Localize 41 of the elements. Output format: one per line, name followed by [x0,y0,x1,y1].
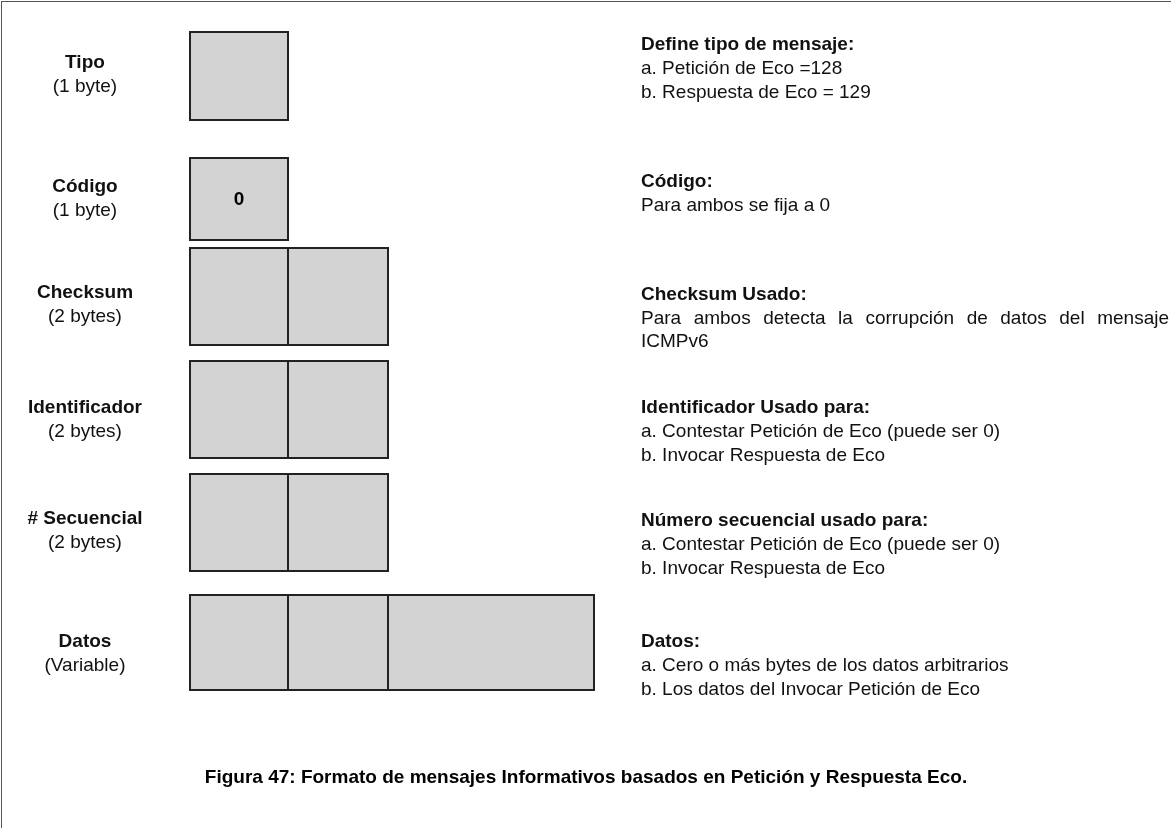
description-text: a. Cero o más bytes de los datos arbitrarios [641,653,1010,676]
field-name: Checksum [35,280,135,303]
field-value: 0 [233,188,245,210]
field-size: (Variable) [43,653,127,676]
description-heading: Checksum Usado: [641,282,808,305]
field-cell [189,473,289,572]
field-cell [287,594,389,691]
field-size: (2 bytes) [47,304,123,327]
field-name: # Secuencial [26,506,144,529]
field-name: Datos [57,629,113,652]
description-text: a. Contestar Petición de Eco (puede ser 0) [641,532,1002,555]
field-name: Código [51,174,119,197]
description-text: b. Invocar Respuesta de Eco [641,556,886,579]
description-heading: Define tipo de mensaje: [641,32,856,55]
description-text: a. Petición de Eco =128 [641,56,844,79]
field-size: (1 byte) [51,198,119,221]
description-heading: Identificador Usado para: [641,395,872,418]
field-size: (2 bytes) [47,419,123,442]
description-heading: Código: [641,169,714,192]
field-cell [287,473,389,572]
field-size: (1 byte) [51,74,119,97]
field-cell [189,31,289,121]
field-cell [189,247,289,346]
field-cell [287,247,389,346]
field-name: Tipo [64,50,106,73]
field-cell [189,594,289,691]
field-name: Identificador [27,395,143,418]
description-text: b. Los datos del Invocar Petición de Eco [641,677,982,700]
description-heading: Datos: [641,629,702,652]
field-cell [189,157,289,241]
description-text: b. Invocar Respuesta de Eco [641,443,886,466]
description-text: b. Respuesta de Eco = 129 [641,80,872,103]
description-heading: Número secuencial usado para: [641,508,930,531]
field-cell [287,360,389,459]
field-size: (2 bytes) [47,530,123,553]
field-cell [189,360,289,459]
caption: Figura 47: Formato de mensajes Informativos basados en Petición y Respuesta Eco. [203,766,969,788]
description-text: a. Contestar Petición de Eco (puede ser 0) [641,419,1002,442]
description-text: Para ambos se fija a 0 [641,193,832,216]
field-cell [387,594,595,691]
description-text: Para ambos detecta la corrupción de datos del mensaje ICMPv6 [641,306,1169,352]
